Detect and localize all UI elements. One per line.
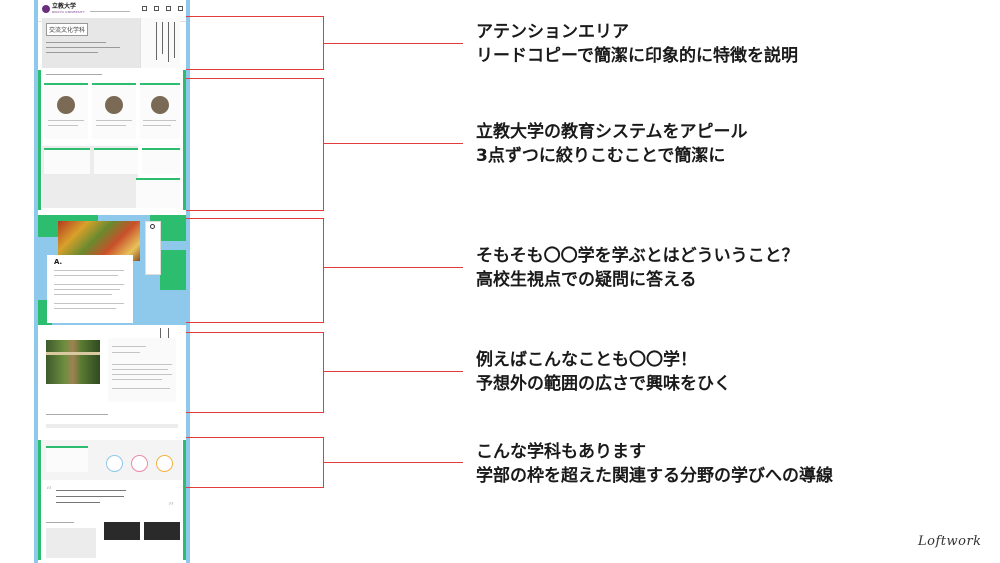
university-logo-icon: [42, 5, 50, 13]
green-decoration: [160, 250, 186, 290]
vertical-text-line: [174, 22, 175, 58]
green-accent-bar: [38, 440, 41, 560]
header-nav-placeholder: [90, 11, 130, 12]
event-photo[interactable]: [104, 522, 140, 540]
section-label: [46, 522, 74, 523]
card-text-line: [96, 125, 126, 126]
answer-text-line: [54, 294, 112, 295]
annotation-example: 例えばこんなことも〇〇学！ 予想外の範囲の広さで興味をひく: [476, 348, 731, 396]
logo-subtext: RIKKYO UNIVERSITY: [52, 10, 85, 14]
lead-copy-line: [46, 52, 98, 53]
annotation-description: 3点ずつに絞りこむことで簡潔に: [476, 146, 726, 166]
annotation-heading: 立教大学の教育システムをアピール: [476, 122, 748, 142]
field-circle-blue[interactable]: [106, 455, 123, 472]
annotation-education-system: 立教大学の教育システムをアピール 3点ずつに絞りこむことで簡潔に: [476, 120, 748, 168]
shimenawa-rope: [46, 352, 100, 355]
answer-text-line: [54, 308, 116, 309]
answer-text-line: [54, 270, 124, 271]
answer-text-line: [54, 275, 118, 276]
annotation-heading: そもそも〇〇学を学ぶとはどういうこと？: [476, 246, 799, 266]
field-circle-pink[interactable]: [131, 455, 148, 472]
thumbnail-header: 立教大学 RIKKYO UNIVERSITY: [38, 0, 186, 22]
footer-text-block: [46, 528, 96, 558]
thumbnail-left-edge: [34, 0, 38, 563]
annotation-heading: こんな学科もあります: [476, 442, 646, 462]
example-text-line: [112, 379, 162, 380]
avatar: [57, 96, 75, 114]
info-card: [142, 148, 180, 174]
question-box: [145, 221, 161, 275]
link-bar[interactable]: [46, 424, 178, 428]
quote-text-line: [56, 502, 100, 503]
card-text-line: [143, 125, 171, 126]
annotation-heading: 例えばこんなことも〇〇学！: [476, 350, 697, 370]
info-card: [94, 148, 138, 174]
food-photo: [58, 221, 140, 261]
card-text-line: [143, 120, 176, 121]
quote-mark-icon: ”: [168, 500, 175, 514]
access-icon: [178, 6, 183, 11]
loftwork-signature: Loftwork: [918, 534, 982, 549]
field-circle-yellow[interactable]: [156, 455, 173, 472]
vertical-text-line: [168, 328, 169, 338]
answer-text-line: [54, 303, 124, 304]
department-card[interactable]: [46, 446, 88, 472]
example-text-line: [112, 346, 146, 347]
annotation-description: 予想外の範囲の広さで興味をひく: [476, 374, 731, 394]
info-card: [136, 178, 180, 208]
answer-text-line: [54, 289, 120, 290]
hero-title: 交流文化学科: [46, 23, 89, 36]
example-text-line: [112, 374, 172, 375]
card-text-line: [96, 120, 132, 121]
quote-text-line: [56, 490, 126, 491]
lead-copy-line: [46, 47, 120, 48]
card-text-line: [48, 125, 78, 126]
green-accent-bar: [183, 440, 186, 560]
annotation-qa: そもそも〇〇学を学ぶとはどういうこと？ 高校生視点での疑問に答える: [476, 244, 799, 292]
green-accent-bar: [38, 70, 41, 210]
annotation-description: 学部の枠を超えた関連する分野の学びへの導線: [476, 466, 833, 486]
section-label: [46, 74, 102, 75]
avatar: [151, 96, 169, 114]
annotation-heading: アテンションエリア: [476, 22, 629, 42]
language-icon: [166, 6, 171, 11]
logo-text: 立教大学: [52, 3, 77, 10]
example-text-line: [112, 364, 172, 365]
event-photo[interactable]: [144, 522, 180, 540]
forest-photo: [46, 340, 100, 384]
annotation-related-department: こんな学科もあります 学部の枠を超えた関連する分野の学びへの導線: [476, 440, 833, 488]
example-text-line: [112, 369, 168, 370]
lead-copy-line: [46, 42, 106, 43]
example-text-line: [112, 388, 170, 389]
example-text-box: [108, 338, 176, 402]
example-text-line: [112, 352, 140, 353]
vertical-text-line: [162, 22, 163, 54]
thumbnail-right-edge: [186, 0, 190, 563]
quote-text-line: [56, 496, 124, 497]
card-text-line: [48, 120, 84, 121]
quote-mark-icon: “: [46, 484, 53, 498]
vertical-text-line: [168, 22, 169, 62]
search-icon: [150, 224, 155, 229]
annotation-attention-area: アテンションエリア リードコピーで簡潔に印象的に特徴を説明: [476, 20, 798, 68]
annotation-description: リードコピーで簡潔に印象的に特徴を説明: [476, 46, 798, 66]
annotation-description: 高校生視点での疑問に答える: [476, 270, 697, 290]
menu-icon: [142, 6, 147, 11]
green-accent-bar: [183, 70, 186, 210]
info-card: [44, 148, 90, 174]
answer-label: A.: [54, 258, 63, 266]
answer-text-line: [54, 284, 124, 285]
vertical-text-line: [160, 328, 161, 342]
search-icon: [154, 6, 159, 11]
vertical-copy-area: [140, 18, 180, 68]
section-label: [46, 414, 108, 415]
avatar: [105, 96, 123, 114]
education-card: [140, 83, 180, 139]
vertical-text-line: [156, 22, 157, 60]
